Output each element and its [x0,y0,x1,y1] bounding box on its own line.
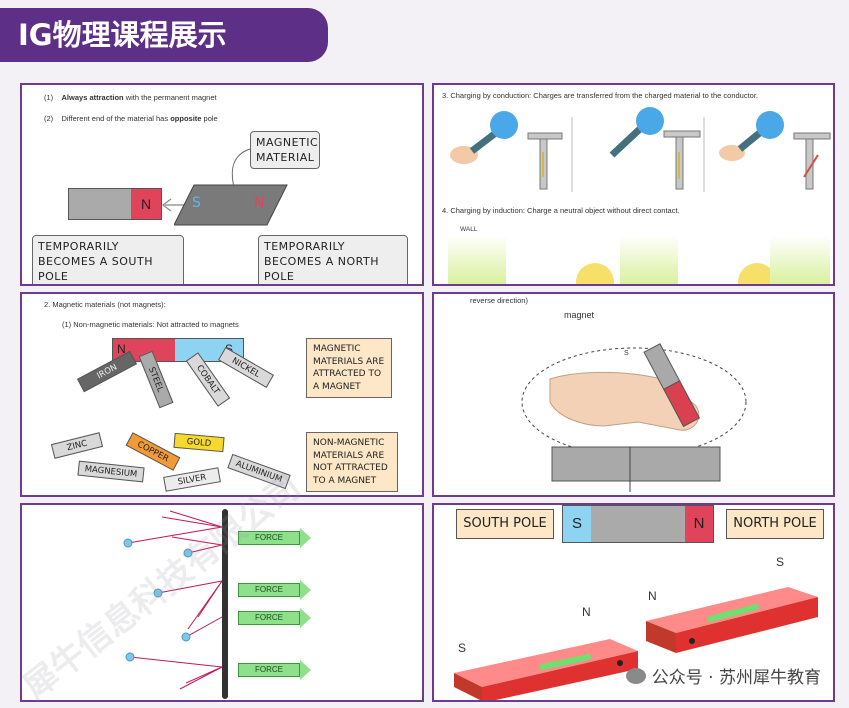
callout-arrow-icon [231,148,251,188]
magnet-label: magnet [564,310,595,320]
materials-subheading: (1) Non-magnetic materials: Not attracte… [62,320,239,329]
bar-magnet-upper [646,587,818,653]
wall-block-1 [448,235,506,284]
list-number: (2) [44,114,54,123]
list-number: (1) [44,93,54,102]
south-pole-label: SOUTH POLE [456,509,554,539]
conduction-heading: 3. Charging by conduction: Charges are t… [442,91,759,100]
panel-magnetic-materials: 2. Magnetic materials (not magnets): (1)… [20,292,424,497]
material-tag-gold: GOLD [173,432,225,453]
material-tag-magnesium: MAGNESIUM [77,460,145,483]
force-arrow-4: FORCE [238,660,311,680]
upper-bar-s: S [776,555,785,569]
line-text: pole [203,114,218,123]
panel-charging: 3. Charging by conduction: Charges are t… [432,83,835,286]
upper-bar-n: N [648,589,657,603]
wechat-footer: 公众号 · 苏州犀牛教育 [625,663,821,688]
lower-bar-s: S [458,641,467,655]
wechat-icon [625,667,646,684]
magnetic-material-shape [174,184,288,226]
pole-bar-magnet: S N [562,505,714,543]
page-title: IG物理课程展示 [0,8,328,62]
panel1-line1: (1) Always attraction with the permanent… [44,93,217,102]
material-south-label: S [192,195,202,211]
material-north-label: N [254,195,265,211]
wall-block-3 [770,235,830,284]
line-text: with the permanent magnet [125,93,217,102]
emphasis-text: Always attraction [61,93,124,102]
conduction-illustration [450,107,831,192]
panel-magnetising-stroke: reverse direction) magnet S N [432,292,835,497]
panel-force-arrows: FORCE FORCE FORCE FORCE [20,503,424,702]
wall-label: WALL [460,226,478,233]
stroking-illustration [521,343,747,492]
panel-induced-magnetism: (1) Always attraction with the permanent… [20,83,424,286]
deflection-diagram [123,509,228,699]
emphasis-text: opposite [170,114,202,123]
force-arrow-2: FORCE [238,580,311,600]
conduction-step-1 [450,111,563,190]
force-arrow-3: FORCE [238,608,311,628]
magnet-grey-half [69,189,131,219]
bar-magnet-lower [454,639,638,700]
material-tag-copper: COPPER [125,432,181,471]
panel1-line2: (2) Different end of the material has op… [44,114,218,123]
reverse-direction-caption: reverse direction) [470,296,528,305]
callout-north-pole: TEMPORARILY BECOMES A NORTH POLE [258,235,408,284]
hand-magnet-n: N [692,434,698,441]
callout-magnetic-material: MAGNETIC MATERIAL [250,131,320,169]
induction-heading: 4. Charging by induction: Charge a neutr… [442,206,680,215]
conduction-step-3 [719,111,831,190]
force-arrow-1: FORCE [238,528,311,548]
lower-bar-n: N [582,605,591,619]
footer-text: 公众号 · 苏州犀牛教育 [651,668,821,688]
magnetic-note-box: MAGNETIC MATERIALS ARE ATTRACTED TO A MA… [306,338,392,398]
pole-bar-middle [591,506,685,542]
material-tag-silver: SILVER [163,467,221,492]
material-tag-zinc: ZINC [50,432,104,459]
3d-bar-magnets [454,587,818,700]
materials-heading: 2. Magnetic materials (not magnets): [44,300,166,309]
pole-bar-n: N [685,506,713,542]
charged-balloon-1 [576,263,614,284]
non-magnetic-note-box: NON-MAGNETIC MATERIALS ARE NOT ATTRACTED… [306,432,398,492]
pole-bar-s: S [563,506,591,542]
material-tag-aluminium: ALUMINIUM [227,453,291,490]
wall-block-2 [620,235,678,284]
material-tag-iron: IRON [76,350,138,393]
charged-balloon-2 [738,263,776,284]
hand-magnet-s: S [624,350,629,357]
line-text: Different end of the material has [61,114,169,123]
north-pole-label: NORTH POLE [726,509,824,539]
magnet-north-pole: N [131,189,161,219]
conduction-step-2 [609,107,701,190]
permanent-magnet: N [68,188,162,220]
callout-south-pole: TEMPORARILY BECOMES A SOUTH POLE [32,235,184,284]
material-tag-nickel: NICKEL [218,347,274,388]
